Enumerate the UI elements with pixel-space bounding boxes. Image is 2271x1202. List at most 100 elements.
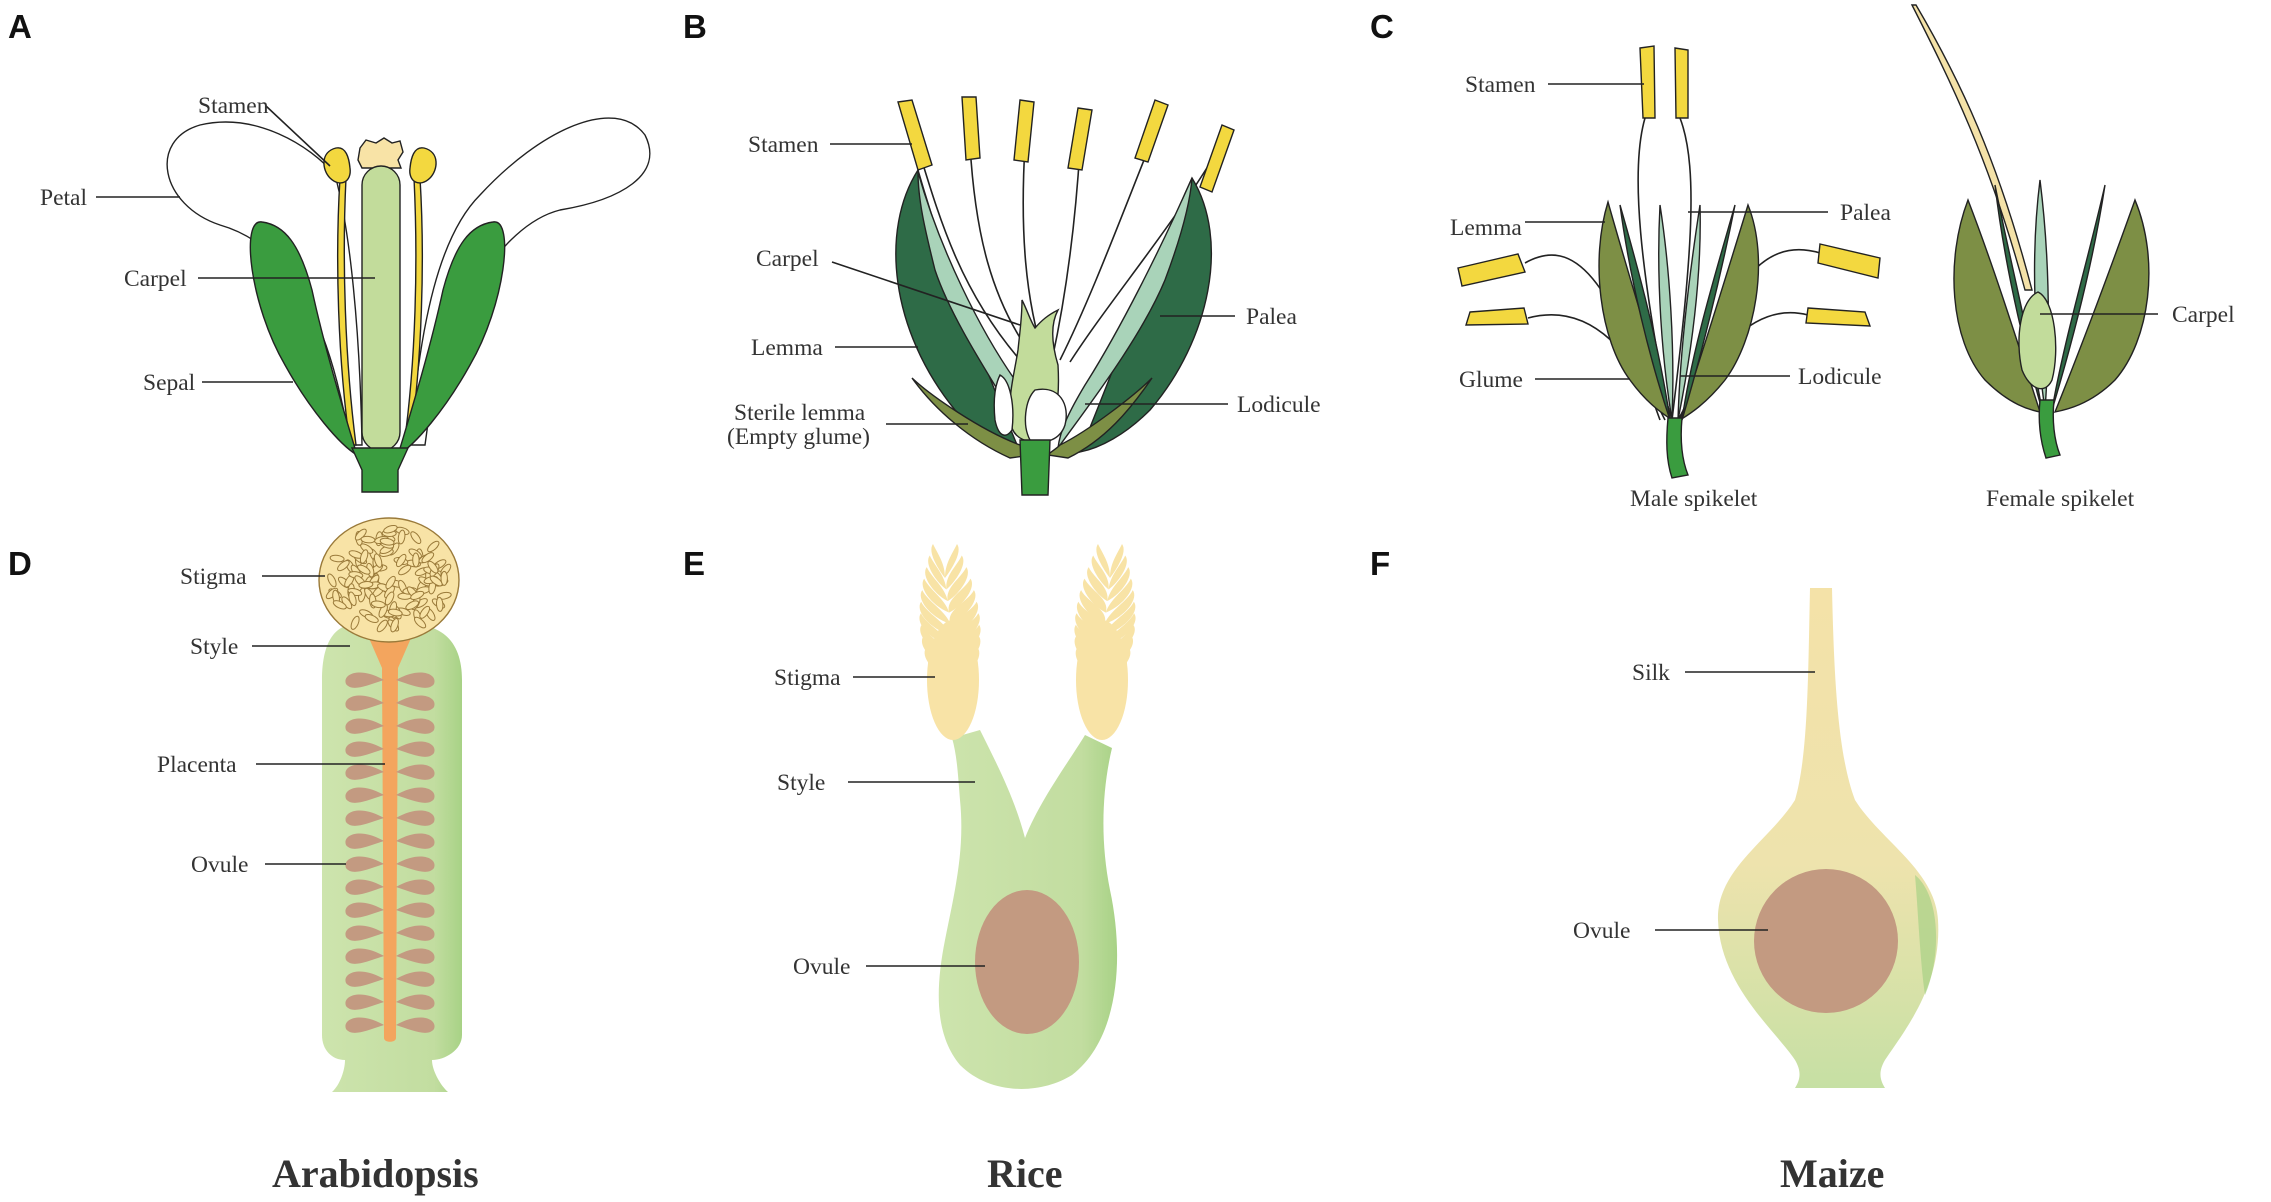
stamen-anther-left	[323, 147, 351, 184]
label-silk-f: Silk	[1632, 660, 1670, 686]
ovule-d	[396, 971, 435, 987]
stamen-anther-c6	[1805, 307, 1872, 327]
panel-label-c: C	[1370, 8, 1394, 45]
label-ovule-e: Ovule	[793, 954, 850, 980]
glume-c-female-left	[1953, 198, 2042, 413]
label-carpel-a: Carpel	[124, 266, 187, 292]
ovule-d	[396, 1017, 435, 1033]
caption-female-spikelet: Female spikelet	[1986, 486, 2135, 512]
ovule-d	[345, 856, 384, 872]
ovule-d	[345, 672, 384, 688]
ovule-d	[396, 695, 435, 711]
ovule-f	[1754, 869, 1898, 1013]
ovule-d	[345, 833, 384, 849]
panel-label-f: F	[1370, 545, 1390, 582]
ovule-d	[396, 856, 435, 872]
label-ovule-d: Ovule	[191, 852, 248, 878]
ovule-d	[345, 718, 384, 734]
ovule-d	[396, 833, 435, 849]
label-lodicule-c: Lodicule	[1798, 364, 1882, 390]
ovule-d	[396, 994, 435, 1010]
panel-label-b: B	[683, 8, 707, 45]
label-lemma-b: Lemma	[751, 335, 823, 361]
caption-arabidopsis: Arabidopsis	[272, 1151, 479, 1196]
style-d	[362, 622, 418, 1042]
pedicel-b	[1019, 439, 1051, 496]
ovule-d	[396, 672, 435, 688]
label-petal-a: Petal	[40, 185, 87, 211]
panel-label-a: A	[8, 8, 32, 45]
label-lodicule-b: Lodicule	[1237, 392, 1321, 418]
carpel-c	[2018, 291, 2057, 390]
label-ovule-f: Ovule	[1573, 918, 1630, 944]
stamen-anther-c2	[1674, 47, 1689, 119]
caption-maize: Maize	[1780, 1151, 1884, 1196]
stamen-anther-b2	[961, 96, 981, 161]
ovule-d	[345, 1017, 384, 1033]
ovule-d	[396, 810, 435, 826]
ovule-d	[345, 971, 384, 987]
ovule-d	[345, 810, 384, 826]
glume-c-female-right	[2053, 198, 2150, 413]
label-stamen-c: Stamen	[1465, 72, 1536, 98]
stamen-anther-c3	[1457, 253, 1526, 287]
ovule-d	[345, 879, 384, 895]
silk-ovary-f	[1717, 588, 1939, 1088]
maize-male-spikelet-diagram: Stamen Lemma Glume Palea Lodicule Male s…	[1450, 45, 1891, 512]
label-stigma-e: Stigma	[774, 665, 841, 691]
stigma-e-right	[1074, 544, 1136, 740]
stamen-anther-b6	[1199, 124, 1235, 193]
label-lemma-c: Lemma	[1450, 215, 1522, 241]
stigma-e-left	[919, 544, 981, 740]
label-carpel-c: Carpel	[2172, 302, 2235, 328]
sterile-lemma-right	[1046, 377, 1153, 459]
label-stamen-b: Stamen	[748, 132, 819, 158]
stamen-anther-c1	[1639, 45, 1656, 119]
label-carpel-b: Carpel	[756, 246, 819, 272]
stamen-anther-c5	[1817, 243, 1881, 279]
label-style-d: Style	[190, 634, 238, 660]
stamen-anther-c4	[1465, 307, 1529, 326]
stamen-anther-right	[409, 147, 437, 184]
stamen-anther-b5	[1134, 99, 1169, 163]
ovule-d	[345, 741, 384, 757]
maize-female-spikelet-diagram: Carpel Female spikelet	[1910, 4, 2235, 512]
panel-label-e: E	[683, 545, 705, 582]
label-palea-c: Palea	[1840, 200, 1891, 226]
maize-pistil-diagram: Silk Ovule	[1573, 588, 1939, 1088]
stamen-anther-b4	[1067, 107, 1093, 171]
arabidopsis-flower-diagram: Stamen Petal Carpel Sepal	[40, 93, 651, 493]
ovule-d	[396, 902, 435, 918]
label-stigma-d: Stigma	[180, 564, 247, 590]
pedicel-c-male	[1666, 417, 1689, 479]
ovule-d	[345, 902, 384, 918]
caption-rice: Rice	[987, 1151, 1063, 1196]
label-palea-b: Palea	[1246, 304, 1297, 330]
rice-pistil-diagram: Stigma Style Ovule	[774, 544, 1136, 1089]
label-stamen-a: Stamen	[198, 93, 269, 119]
stamen-anther-b3	[1013, 99, 1035, 163]
label-sterile-lemma-b: Sterile lemma	[734, 400, 866, 426]
ovule-d	[396, 787, 435, 803]
ovule-e	[975, 890, 1079, 1034]
label-sepal-a: Sepal	[143, 370, 196, 396]
rice-spikelet-diagram: Stamen Carpel Lemma Sterile lemma (Empty…	[727, 96, 1321, 496]
panel-label-d: D	[8, 545, 32, 582]
arabidopsis-gynoecium-diagram: Stigma Style Placenta Ovule	[157, 517, 462, 1092]
ovule-d	[345, 764, 384, 780]
label-empty-glume-b: (Empty glume)	[727, 424, 870, 450]
ovule-d	[345, 994, 384, 1010]
ovule-d	[396, 741, 435, 757]
ovule-d	[396, 948, 435, 964]
ovule-d	[345, 925, 384, 941]
stigma-a	[357, 137, 404, 169]
ovule-d	[345, 695, 384, 711]
receptacle	[350, 447, 410, 493]
glume-c-right	[1678, 202, 1760, 422]
stigma-d	[318, 517, 460, 643]
label-placenta-d: Placenta	[157, 752, 237, 778]
label-style-e: Style	[777, 770, 825, 796]
ovule-d	[345, 787, 384, 803]
ovule-d	[396, 764, 435, 780]
